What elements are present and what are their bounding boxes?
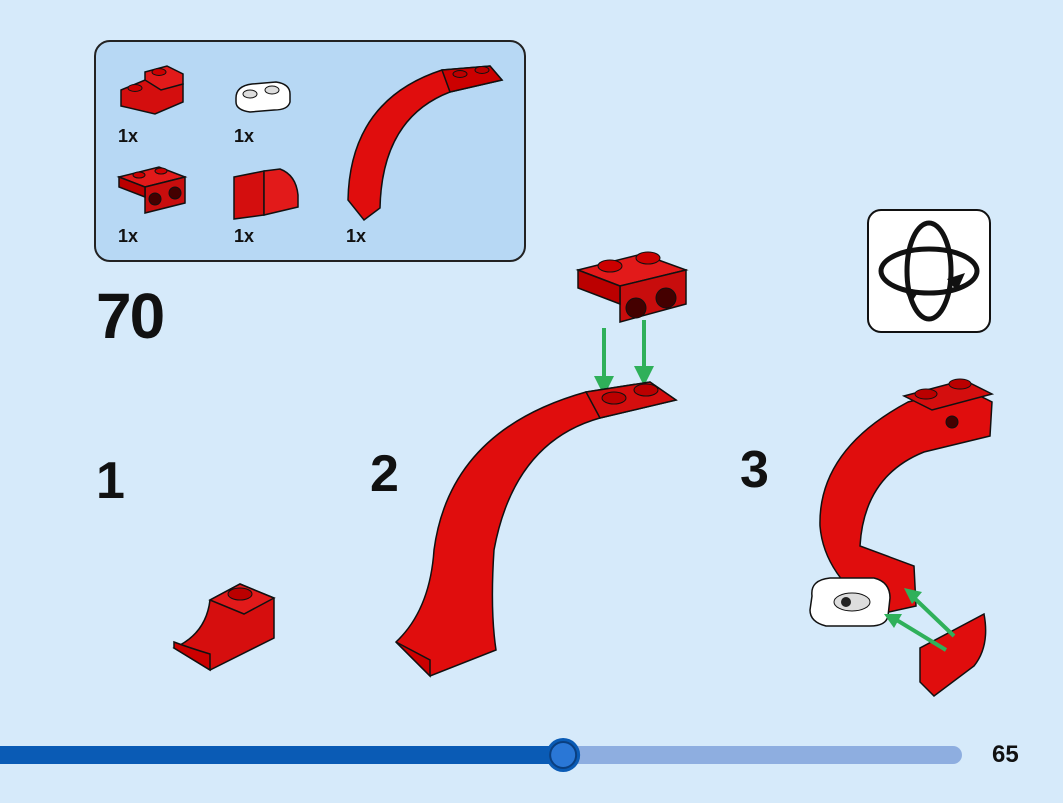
part-qty-2: 1x [234, 126, 255, 146]
progress-done [0, 746, 554, 764]
substep-3: 3 [740, 441, 769, 499]
part-red-curved-slope-icon [233, 168, 299, 220]
part-qty-5: 1x [346, 226, 367, 246]
part-red-arch-icon [347, 65, 504, 222]
page-number: 65 [992, 741, 1019, 768]
step-number: 70 [96, 280, 165, 352]
part-white-round-plate-icon [235, 81, 291, 113]
part-qty-1: 1x [118, 126, 139, 146]
part-red-bracket-icon [116, 166, 188, 214]
substep2-arch-illustration [394, 251, 689, 678]
progress-knob-inner [549, 741, 578, 769]
substep-1: 1 [96, 452, 125, 510]
part-qty-3: 1x [118, 226, 139, 246]
rotate-arrows-icon [878, 220, 980, 322]
rotate-model-icon [867, 209, 991, 333]
substep-2: 2 [370, 445, 399, 503]
part-qty-4: 1x [234, 226, 255, 246]
substep3-assembly-illustration [809, 378, 995, 697]
progress-bar [0, 738, 962, 772]
substep1-brick-illustration [172, 583, 276, 672]
part-red-inverted-slope-icon [120, 65, 184, 115]
